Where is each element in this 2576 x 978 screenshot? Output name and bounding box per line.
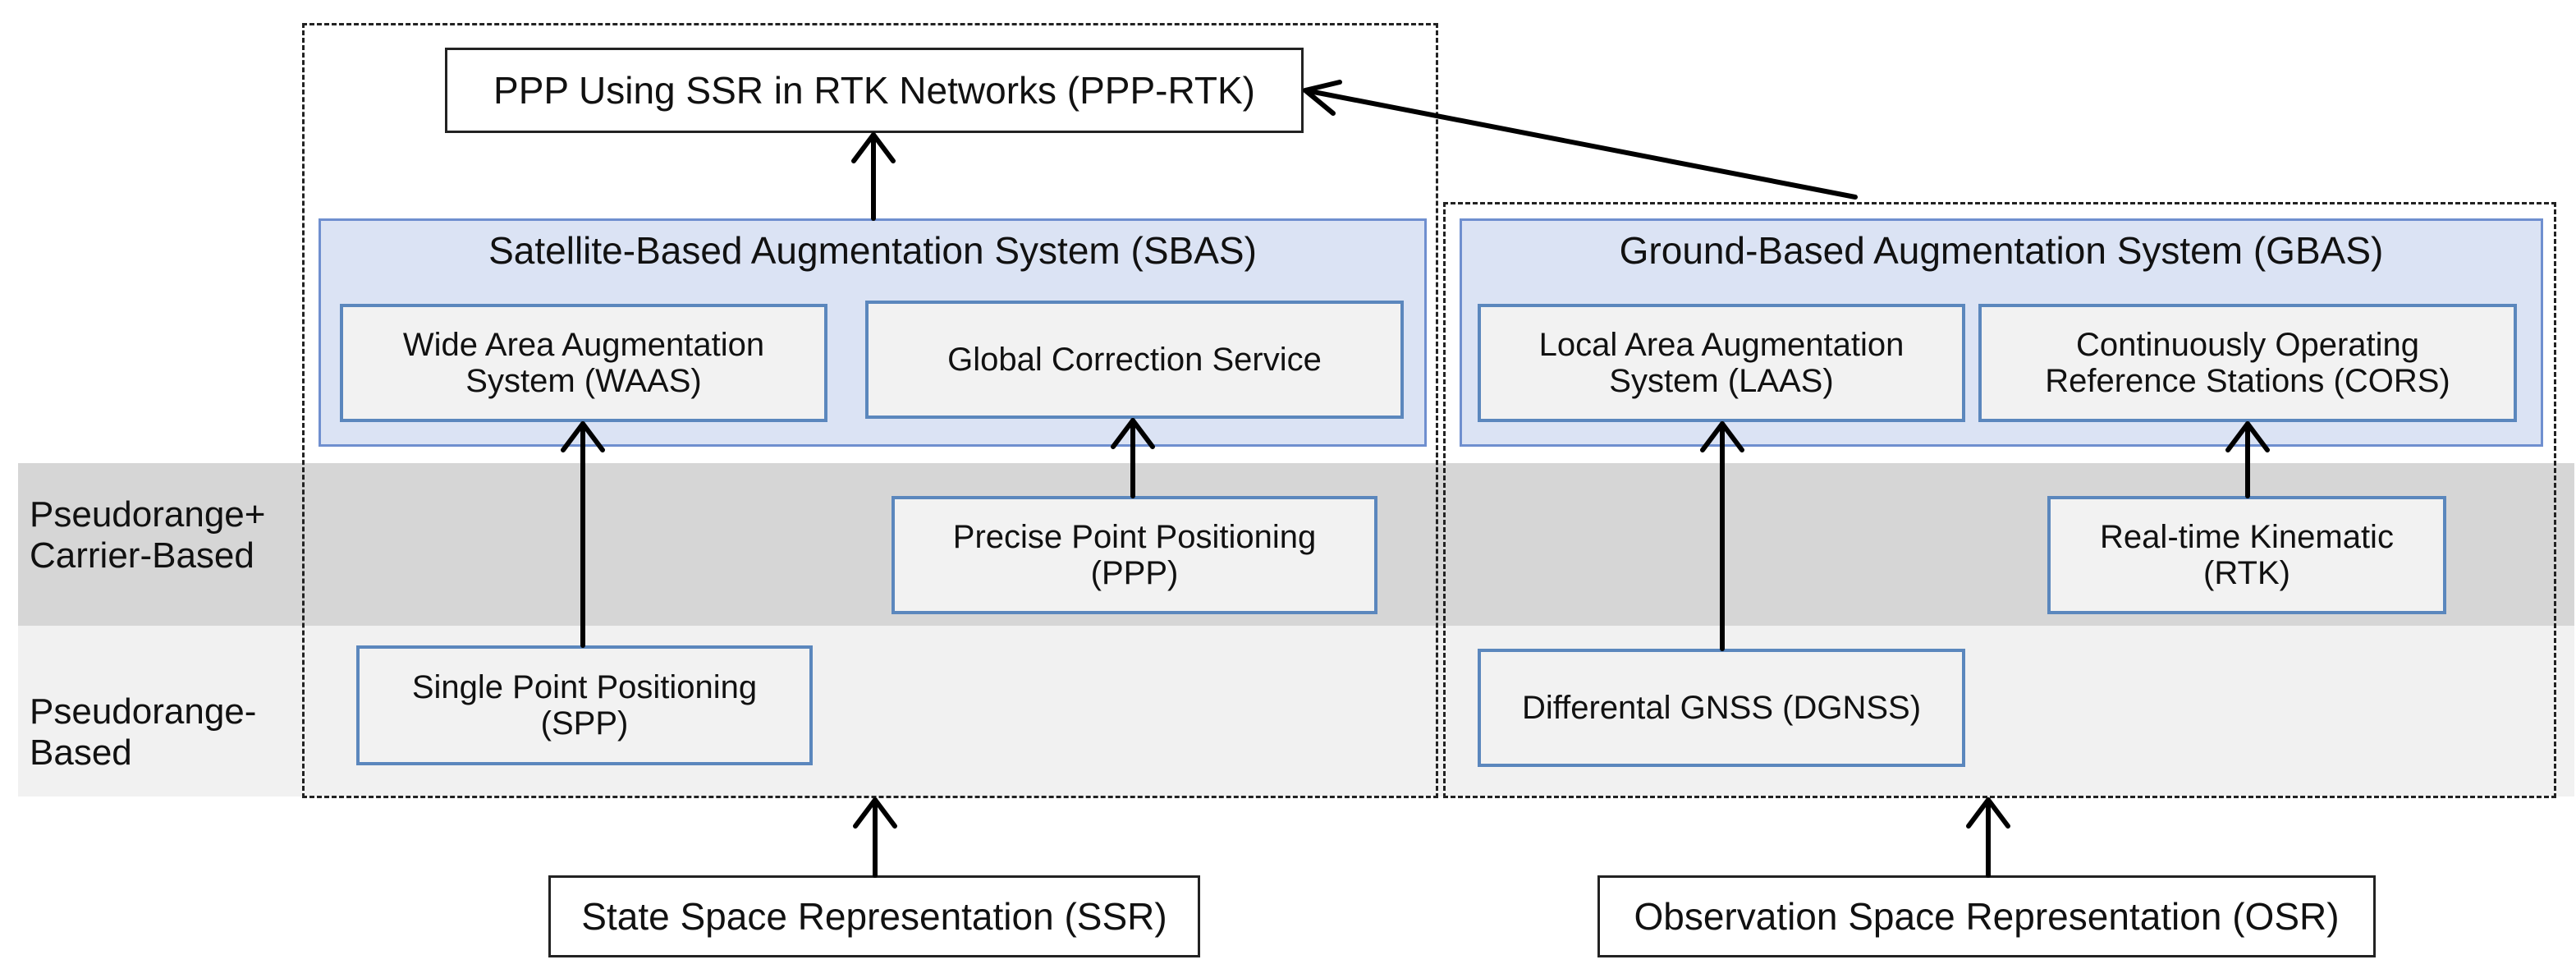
spp-label-line1: Single Point Positioning <box>411 669 758 705</box>
arrow-rtk-to-cors <box>2225 421 2270 498</box>
ppp-label-line2: (PPP) <box>1090 555 1179 591</box>
spp-label-line2: (SPP) <box>540 705 629 742</box>
arrow-gbas-to-ppp-rtk <box>1303 80 1858 200</box>
rtk-label-line2: (RTK) <box>2203 555 2290 591</box>
cors-box: Continuously Operating Reference Station… <box>1978 304 2517 422</box>
ppp-rtk-label: PPP Using SSR in RTK Networks (PPP-RTK) <box>493 69 1255 112</box>
osr-box: Observation Space Representation (OSR) <box>1597 875 2376 957</box>
laas-label-line2: System (LAAS) <box>1609 363 1834 399</box>
rtk-label-line1: Real-time Kinematic <box>2100 519 2394 555</box>
global-correction-service-box: Global Correction Service <box>865 301 1404 419</box>
arrow-ppp-to-global-correction <box>1111 418 1155 498</box>
laas-label-line1: Local Area Augmentation <box>1538 327 1904 363</box>
sbas-title: Satellite-Based Augmentation System (SBA… <box>488 229 1257 272</box>
ssr-label: State Space Representation (SSR) <box>581 895 1167 938</box>
row-label-pseudorange-based: Pseudorange- Based <box>30 691 257 773</box>
ppp-rtk-box: PPP Using SSR in RTK Networks (PPP-RTK) <box>445 48 1304 133</box>
waas-label-line1: Wide Area Augmentation <box>402 327 765 363</box>
global-correction-service-label: Global Correction Service <box>947 342 1322 378</box>
arrow-spp-to-waas <box>561 421 605 648</box>
ssr-dashed-container <box>302 23 1438 798</box>
gbas-title: Ground-Based Augmentation System (GBAS) <box>1619 229 2384 272</box>
osr-label: Observation Space Representation (OSR) <box>1634 895 2340 938</box>
waas-box: Wide Area Augmentation System (WAAS) <box>340 304 827 422</box>
row-label-carrier-based: Pseudorange+ Carrier-Based <box>30 494 266 576</box>
spp-box: Single Point Positioning (SPP) <box>356 645 813 765</box>
cors-label-line1: Continuously Operating <box>2075 327 2419 363</box>
cors-label-line2: Reference Stations (CORS) <box>2045 363 2450 399</box>
laas-box: Local Area Augmentation System (LAAS) <box>1478 304 1965 422</box>
arrow-dgnss-to-laas <box>1700 421 1744 651</box>
rtk-box: Real-time Kinematic (RTK) <box>2047 496 2446 614</box>
arrow-osr-to-container <box>1966 797 2010 878</box>
dgnss-box: Differental GNSS (DGNSS) <box>1478 649 1965 767</box>
dgnss-label: Differental GNSS (DGNSS) <box>1521 690 1922 726</box>
ppp-label-line1: Precise Point Positioning <box>952 519 1317 555</box>
arrow-ssr-to-container <box>853 797 897 878</box>
waas-label-line2: System (WAAS) <box>465 363 702 399</box>
arrow-sbas-to-ppp-rtk <box>851 132 896 221</box>
osr-dashed-container <box>1443 202 2556 798</box>
